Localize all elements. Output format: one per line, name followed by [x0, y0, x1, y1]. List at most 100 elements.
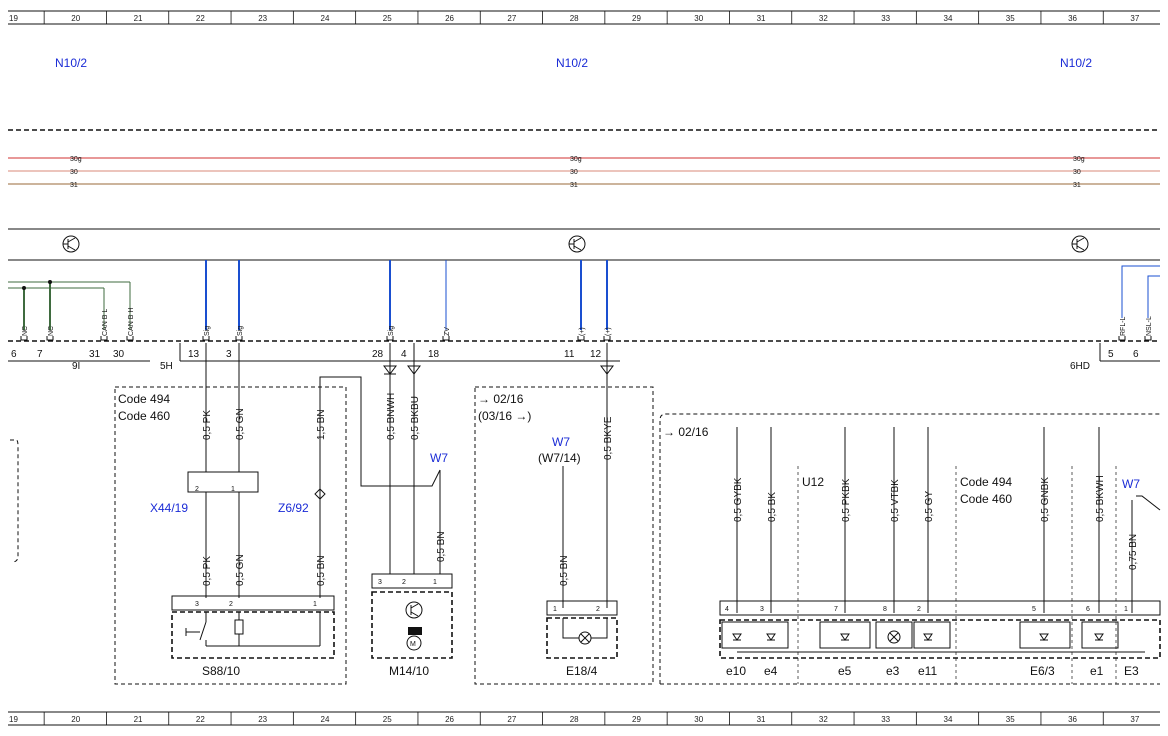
svg-text:0,5 BN: 0,5 BN	[559, 555, 570, 586]
svg-text:3: 3	[760, 606, 764, 613]
right-pin-numbers: 5 6 6HD	[1070, 349, 1139, 372]
svg-text:7: 7	[37, 349, 43, 360]
svg-text:2: 2	[596, 606, 600, 613]
grid-number: 31	[757, 14, 766, 23]
w7-label: W7	[430, 451, 448, 465]
grid-number: 28	[570, 14, 579, 23]
grid-number: 21	[134, 14, 143, 23]
svg-text:0,5 BK: 0,5 BK	[767, 492, 778, 522]
led-icon	[732, 633, 1104, 641]
transistor-icon	[1071, 235, 1089, 253]
svg-text:0,5 GN: 0,5 GN	[235, 408, 246, 440]
svg-text:0,5 PK: 0,5 PK	[202, 556, 213, 586]
grid-number: 30	[694, 14, 703, 23]
grid-number: 23	[258, 715, 267, 724]
svg-text:(+): (+)	[579, 327, 586, 336]
svg-text:0,75 BN: 0,75 BN	[1128, 534, 1139, 570]
wires	[205, 343, 608, 608]
lamp-icon	[887, 630, 901, 644]
grid-number: 19	[9, 715, 18, 724]
svg-text:0,5 BKYE: 0,5 BKYE	[603, 416, 614, 460]
grid-number: 20	[71, 14, 80, 23]
bus-label: 30g	[570, 156, 582, 163]
mid-pin-numbers: 13 3 28 4 18 11 12	[188, 349, 602, 360]
svg-text:1: 1	[1124, 606, 1128, 613]
bus-label: 30g	[70, 156, 82, 163]
grid-number: 22	[196, 715, 205, 724]
svg-text:5: 5	[1032, 606, 1036, 613]
code-label: Code 494	[118, 392, 170, 406]
switch-icon	[185, 612, 320, 647]
grid-number: 32	[819, 14, 828, 23]
svg-text:18: 18	[428, 349, 440, 360]
bus-label: 30g	[1073, 156, 1085, 163]
grid-number: 33	[881, 715, 890, 724]
w7-label: W7	[1122, 477, 1140, 491]
bus-label: 31	[1073, 182, 1081, 189]
svg-text:5H: 5H	[160, 361, 173, 372]
svg-text:(+): (+)	[605, 327, 612, 336]
grid-number: 22	[196, 14, 205, 23]
svg-text:NC: NC	[22, 326, 29, 336]
svg-text:1,5 BN: 1,5 BN	[316, 409, 327, 440]
bus-label: 30	[70, 169, 78, 176]
transistor-icon	[568, 235, 586, 253]
svg-text:Sig: Sig	[204, 326, 211, 336]
resistor-icon	[234, 612, 321, 646]
block-s88: Code 494 Code 460 0,5 PK 0,5 GN 1,5 BN 2…	[114, 386, 347, 685]
svg-text:0,5 PKBK: 0,5 PKBK	[841, 478, 852, 522]
svg-text:1: 1	[433, 579, 437, 586]
grid-number: 36	[1068, 14, 1077, 23]
svg-text:e5: e5	[838, 664, 852, 678]
grid-number: 36	[1068, 715, 1077, 724]
u12-label: U12	[802, 475, 824, 489]
x44-connector	[187, 471, 259, 493]
svg-text:(W7/14): (W7/14)	[538, 451, 581, 465]
svg-text:0,5 BN: 0,5 BN	[316, 555, 327, 586]
svg-text:Sig: Sig	[237, 326, 244, 336]
transistor-icon	[405, 601, 423, 619]
grid-number: 25	[383, 14, 392, 23]
grid-number: 35	[1006, 715, 1015, 724]
w7-label: W7	[552, 435, 570, 449]
svg-text:2: 2	[195, 486, 199, 493]
connection-arrows	[383, 365, 614, 375]
grid-number: 25	[383, 715, 392, 724]
svg-text:NSL-L: NSL-L	[1146, 316, 1153, 336]
mid-pin-tags: Sig Sig Sig ZV (+) (+)	[204, 326, 612, 336]
svg-text:28: 28	[372, 349, 384, 360]
svg-text:5: 5	[1108, 349, 1114, 360]
svg-text:M: M	[410, 641, 416, 648]
svg-text:3: 3	[226, 349, 232, 360]
bus-label: 30	[1073, 169, 1081, 176]
svg-text:9I: 9I	[72, 361, 80, 372]
svg-text:ZV: ZV	[444, 327, 451, 336]
control-lines	[205, 260, 1160, 330]
svg-text:6: 6	[1133, 349, 1139, 360]
svg-text:8: 8	[883, 606, 887, 613]
transistor-icon	[62, 235, 80, 253]
svg-text:1: 1	[553, 606, 557, 613]
code-label: Code 494	[960, 475, 1012, 489]
grid-number: 35	[1006, 14, 1015, 23]
pin-stubs	[20, 336, 1152, 341]
block-e18: → 02/16 (03/16 →) W7 (W7/14) 0,5 BKYE 0,…	[474, 386, 654, 685]
grid-number: 32	[819, 715, 828, 724]
motor-icon	[406, 635, 422, 651]
right-pin-tags: RFL-L NSL-L	[1120, 316, 1153, 336]
svg-text:2: 2	[402, 579, 406, 586]
grid-number: 30	[694, 715, 703, 724]
svg-text:NC: NC	[48, 326, 55, 336]
svg-text:1: 1	[231, 486, 235, 493]
grid-number: 26	[445, 14, 454, 23]
svg-text:6: 6	[11, 349, 17, 360]
transistor-band	[8, 228, 1160, 261]
grid-number: 27	[507, 14, 516, 23]
svg-text:(03/16 →): (03/16 →)	[478, 409, 531, 423]
left-pin-numbers: 6 7 31 30 9I 5H	[11, 349, 173, 372]
svg-text:2: 2	[229, 601, 233, 608]
grid-number: 24	[321, 14, 330, 23]
